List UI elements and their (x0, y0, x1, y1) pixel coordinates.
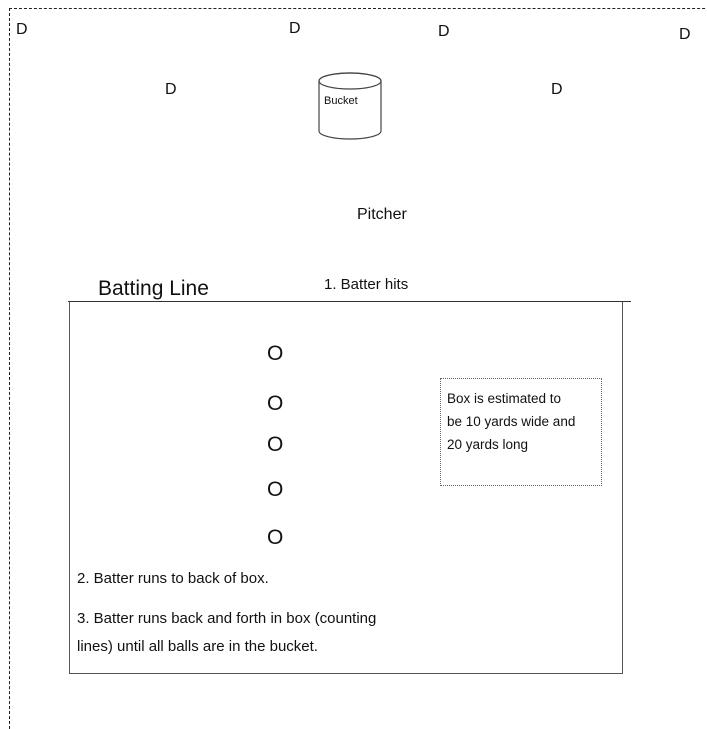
step-2-text: 2. Batter runs to back of box. (77, 570, 269, 587)
batting-line (68, 301, 631, 302)
step-3-text-line-1: 3. Batter runs back and forth in box (co… (77, 610, 377, 627)
defender-marker: D (551, 81, 563, 98)
pitcher-label: Pitcher (357, 206, 407, 223)
defender-marker: D (679, 26, 691, 43)
runner-marker: O (267, 342, 284, 365)
defender-marker: D (289, 20, 301, 37)
runner-marker: O (267, 478, 284, 501)
runner-marker: O (267, 433, 284, 456)
batting-line-label: Batting Line (98, 277, 209, 300)
field-boundary (9, 8, 707, 729)
runner-marker: O (267, 392, 284, 415)
bucket-icon (318, 72, 382, 140)
runner-marker: O (267, 526, 284, 549)
defender-marker: D (165, 81, 177, 98)
step-1-text: 1. Batter hits (324, 276, 409, 293)
bucket-label: Bucket (324, 95, 358, 107)
defender-marker: D (438, 23, 450, 40)
step-3-text-line-2: lines) until all balls are in the bucket… (77, 638, 318, 655)
defender-marker: D (16, 21, 28, 38)
box-size-note: Box is estimated to be 10 yards wide and… (440, 378, 602, 486)
running-box (69, 302, 623, 674)
